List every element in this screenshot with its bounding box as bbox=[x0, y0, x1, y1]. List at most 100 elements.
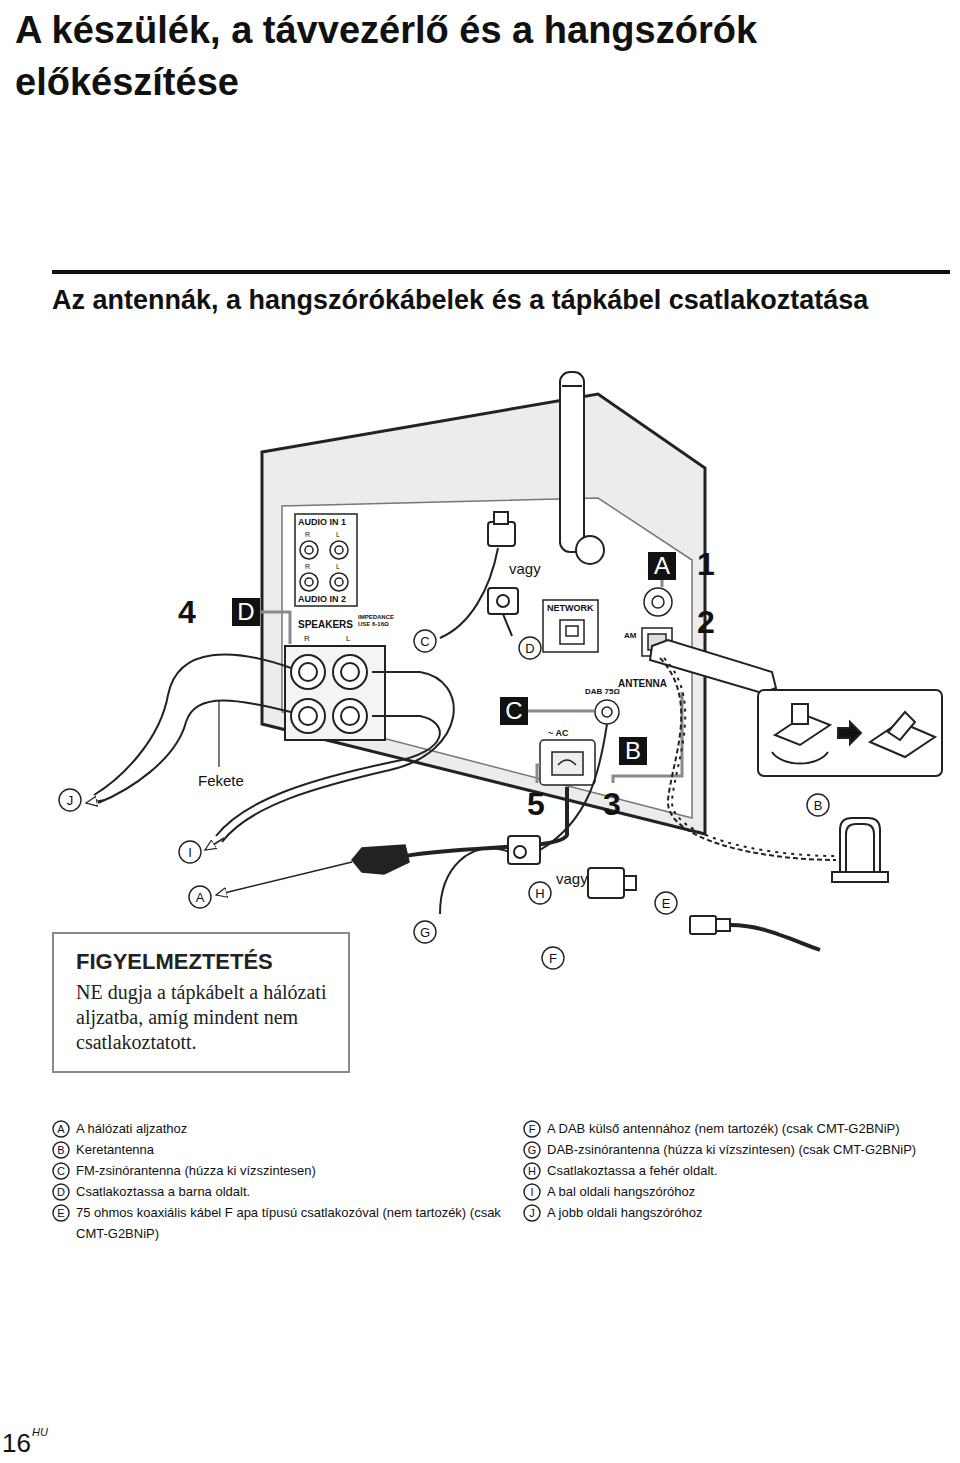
stand-inset bbox=[838, 722, 861, 744]
dab-cord bbox=[588, 868, 624, 898]
antenna-terminals bbox=[652, 596, 664, 608]
panel-marking: IMPEDANCE USE 6-16Ω bbox=[358, 614, 392, 628]
audio-in-jacks bbox=[335, 578, 343, 586]
circle-outline bbox=[53, 1184, 69, 1200]
coax-cable bbox=[716, 919, 730, 931]
stand-inset bbox=[758, 690, 942, 776]
callout-letter: F bbox=[529, 1124, 536, 1135]
panel-marking: L bbox=[336, 531, 340, 539]
device-body bbox=[262, 394, 705, 834]
audio-in-jacks bbox=[330, 573, 348, 591]
wire-color-note: Fekete bbox=[198, 772, 244, 789]
circle-outline bbox=[807, 794, 829, 816]
stand-inset bbox=[758, 690, 942, 776]
step-box: A bbox=[648, 552, 676, 580]
speaker-terminals bbox=[299, 707, 317, 725]
circle-outline bbox=[542, 947, 564, 969]
step-box: C bbox=[500, 697, 528, 725]
legend-letter: D bbox=[52, 1183, 70, 1201]
wifi-antenna bbox=[560, 372, 604, 564]
callout-letter: H bbox=[528, 1166, 536, 1177]
callout-letter: I bbox=[188, 846, 192, 859]
step-letter: C bbox=[505, 697, 522, 725]
legend-letter: B bbox=[52, 1141, 70, 1159]
audio-in-jacks bbox=[300, 573, 318, 591]
audio-in-jacks bbox=[295, 514, 357, 606]
circle-outline bbox=[524, 1205, 540, 1221]
callout-circle: A bbox=[188, 885, 212, 909]
callout-circle: D bbox=[518, 636, 542, 660]
circle-outline bbox=[524, 1121, 540, 1137]
panel-marking: R bbox=[305, 563, 310, 571]
legend-description: 75 ohmos koaxiális kábel F apa típusú cs… bbox=[76, 1202, 506, 1244]
legend-letter: A bbox=[52, 1120, 70, 1138]
stand-inset bbox=[888, 712, 915, 740]
circle-outline bbox=[414, 921, 436, 943]
speaker-terminals bbox=[341, 663, 359, 681]
audio-in-jacks bbox=[305, 578, 313, 586]
power-cord bbox=[216, 862, 352, 895]
language-code: HU bbox=[32, 1426, 48, 1439]
circle-outline bbox=[519, 637, 541, 659]
warning-box: FIGYELMEZTETÉS NE dugja a tápkábelt a hál… bbox=[52, 932, 350, 1073]
callout-letter: H bbox=[535, 887, 544, 900]
speaker-cables bbox=[86, 654, 454, 850]
wifi-antenna bbox=[576, 536, 604, 564]
screwdriver bbox=[650, 640, 776, 693]
speaker-cables bbox=[94, 654, 291, 795]
circle-outline bbox=[414, 630, 436, 652]
callout-circle: G bbox=[413, 920, 437, 944]
am-loop-antenna bbox=[840, 818, 880, 880]
speaker-terminals bbox=[333, 699, 367, 733]
step-box: D bbox=[232, 598, 260, 626]
antenna-terminals bbox=[644, 588, 672, 616]
circle-outline bbox=[524, 1184, 540, 1200]
device-body bbox=[262, 394, 705, 834]
panel-marking: NETWORK bbox=[547, 603, 594, 613]
fm-cord bbox=[494, 512, 508, 524]
fm-cord bbox=[503, 614, 512, 636]
ac-inlet bbox=[540, 740, 595, 785]
legend-letter: E bbox=[52, 1204, 70, 1222]
ac-inlet bbox=[558, 760, 576, 765]
speaker-cables bbox=[216, 716, 440, 836]
speaker-terminals bbox=[333, 655, 367, 689]
audio-in-jacks bbox=[295, 514, 357, 606]
step-number: 3 bbox=[603, 786, 621, 823]
callout-letter: E bbox=[662, 897, 671, 910]
section-heading: Az antennák, a hangszórókábelek és a táp… bbox=[52, 283, 932, 318]
speaker-terminals bbox=[285, 646, 385, 740]
audio-in-jacks bbox=[335, 546, 343, 554]
circle-outline bbox=[655, 892, 677, 914]
am-loop-antenna bbox=[832, 872, 888, 882]
callout-circle: F bbox=[541, 946, 565, 970]
device-body bbox=[282, 498, 692, 818]
step-lines bbox=[537, 765, 540, 783]
circle-outline bbox=[524, 1163, 540, 1179]
circle-outline bbox=[53, 1205, 69, 1221]
speaker-terminals bbox=[291, 699, 325, 733]
warning-text: NE dugja a tápkábelt a hálózati aljzatba… bbox=[76, 980, 328, 1055]
panel-marking: ~ AC bbox=[548, 728, 568, 738]
circle-outline bbox=[179, 841, 201, 863]
panel-marking: L bbox=[336, 563, 340, 571]
legend-description: DAB-zsinórantenna (húzza ki vízszintesen… bbox=[547, 1139, 952, 1160]
step-letter: A bbox=[654, 552, 670, 580]
callout-circle: I bbox=[178, 840, 202, 864]
speaker-terminals bbox=[341, 707, 359, 725]
screwdriver bbox=[650, 640, 776, 693]
panel-marking: AUDIO IN 1 bbox=[298, 517, 346, 527]
step-letter: D bbox=[237, 598, 254, 626]
speaker-cables bbox=[222, 672, 454, 842]
antenna-terminals bbox=[602, 707, 612, 717]
legend-letter: I bbox=[523, 1183, 541, 1201]
network-port bbox=[566, 626, 578, 636]
warning-heading: FIGYELMEZTETÉS bbox=[76, 948, 328, 976]
callout-letter: D bbox=[525, 642, 534, 655]
legend-description: Csatlakoztassa a barna oldalt. bbox=[76, 1181, 506, 1202]
stand-inset bbox=[772, 752, 828, 764]
or-note: vagy bbox=[556, 870, 588, 887]
callout-letter: I bbox=[530, 1187, 533, 1198]
audio-in-jacks bbox=[300, 541, 318, 559]
callout-letter: A bbox=[196, 891, 205, 904]
